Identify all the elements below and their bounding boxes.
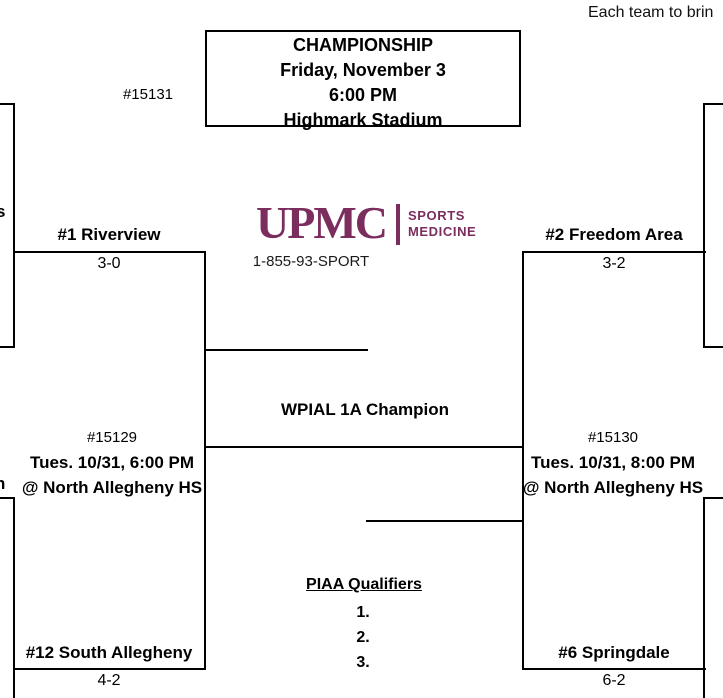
game-number-semifinal-left: #15129: [86, 429, 138, 446]
right-feeder-bottom-vertical: [703, 497, 705, 698]
right-semifinal-vertical: [522, 251, 524, 670]
team-right-bottom-record: 6-2: [602, 672, 626, 689]
left-bottom-team-line: [13, 668, 206, 670]
upmc-division-line1: SPORTS: [407, 208, 466, 223]
semifinal-right-venue: @ North Allegheny HS: [522, 478, 704, 497]
championship-title: CHAMPIONSHIP: [292, 35, 433, 55]
left-edge-team-fragment-lower: n: [0, 474, 6, 493]
game-number-semifinal-right: #15130: [587, 429, 639, 446]
left-edge-team-fragment-upper: s: [0, 202, 6, 221]
team-left-bottom-record: 4-2: [97, 672, 121, 689]
team-left-bottom-name: #12 South Allegheny: [25, 643, 193, 662]
left-feeder-bottom-horizontal: [0, 497, 15, 499]
championship-box-text: CHAMPIONSHIP Friday, November 3 6:00 PM …: [206, 33, 520, 133]
right-feeder-bottom-horizontal: [703, 497, 723, 499]
upmc-division-line2: MEDICINE: [407, 224, 477, 239]
piaa-qualifier-slot-2: 2.: [356, 629, 370, 646]
upmc-divider: [395, 204, 400, 245]
piaa-qualifier-slot-1: 1.: [356, 604, 370, 621]
right-bottom-team-line: [522, 668, 706, 670]
championship-venue: Highmark Stadium: [283, 110, 443, 130]
semifinal-left-game-info: #15129 Tues. 10/31, 6:00 PM @ North Alle…: [22, 425, 202, 500]
upmc-wordmark: UPMC: [256, 197, 388, 248]
left-feeder-bottom-vertical: [13, 497, 15, 698]
semifinal-left-venue: @ North Allegheny HS: [21, 478, 203, 497]
left-feeder-top-vertical: [13, 103, 15, 348]
instruction-note: Each team to brin: [588, 4, 714, 21]
sponsor-phone: 1-855-93-SPORT: [252, 253, 370, 270]
right-top-team-line: [522, 251, 706, 253]
team-right-bottom-name: #6 Springdale: [558, 643, 670, 662]
semifinal-right-game-info: #15130 Tues. 10/31, 8:00 PM @ North Alle…: [523, 425, 703, 500]
upmc-division-label: SPORTS MEDICINE: [408, 202, 476, 240]
right-feeder-top-vertical: [703, 103, 705, 348]
semifinal-right-datetime: Tues. 10/31, 8:00 PM: [530, 453, 696, 472]
champion-label: WPIAL 1A Champion: [280, 400, 450, 419]
championship-time: 6:00 PM: [328, 85, 398, 105]
left-feeder-top-horizontal-upper: [0, 103, 15, 105]
champion-line: [204, 446, 524, 448]
piaa-qualifiers-title: PIAA Qualifiers: [306, 576, 422, 593]
team-left-top-name: #1 Riverview: [57, 225, 161, 244]
team-left-top-record: 3-0: [97, 255, 121, 272]
left-finalist-line: [204, 349, 368, 351]
game-number-championship: #15131: [122, 86, 174, 103]
left-semifinal-vertical: [204, 251, 206, 670]
championship-box: [205, 30, 521, 127]
championship-date: Friday, November 3: [280, 60, 446, 80]
right-feeder-top-horizontal-lower: [703, 346, 723, 348]
left-feeder-top-horizontal-lower: [0, 346, 15, 348]
team-right-top-record: 3-2: [602, 255, 626, 272]
piaa-qualifiers-list: 1. 2. 3.: [356, 600, 369, 675]
semifinal-left-datetime: Tues. 10/31, 6:00 PM: [29, 453, 195, 472]
piaa-qualifier-slot-3: 3.: [356, 654, 370, 671]
upmc-sports-medicine-logo: UPMC SPORTS MEDICINE: [256, 197, 476, 248]
left-top-team-line: [13, 251, 206, 253]
right-feeder-top-horizontal-upper: [703, 103, 723, 105]
team-right-top-name: #2 Freedom Area: [545, 225, 683, 244]
right-finalist-line: [366, 520, 524, 522]
